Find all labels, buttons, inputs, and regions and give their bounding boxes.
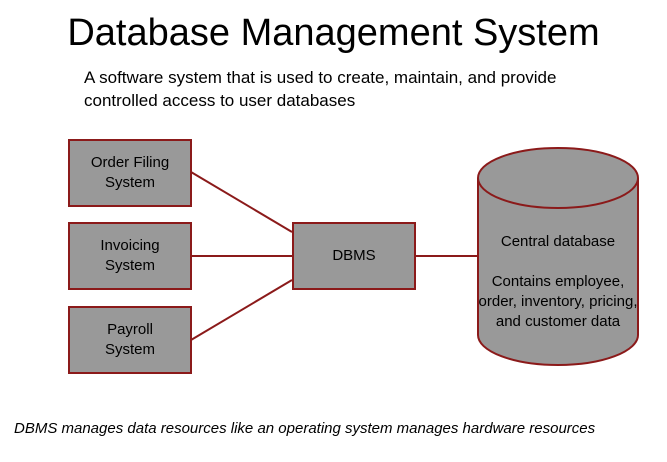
order-filing-system-box: Order Filing System [68,139,192,207]
invoicing-system-box: Invoicing System [68,222,192,290]
page-subtitle: A software system that is used to create… [84,68,557,110]
connector-payroll-dbms [190,279,293,341]
footer-note: DBMS manages data resources like an oper… [14,420,596,437]
payroll-system-box: Payroll System [68,306,192,374]
payroll-system-label: Payroll System [104,321,155,358]
dbms-label: DBMS [332,247,376,264]
central-database-cylinder [477,147,639,366]
central-database-name: Central database [500,233,616,250]
central-database-text: Central database Contains employee, orde… [478,232,638,332]
connector-order-filing-dbms [190,171,293,233]
central-database-description: Contains employee, order, inventory, pri… [478,273,638,330]
invoicing-system-label: Invoicing System [100,237,160,274]
dbms-box: DBMS [292,222,416,290]
page-title: Database Management System [67,12,600,54]
order-filing-system-label: Order Filing System [90,154,170,191]
